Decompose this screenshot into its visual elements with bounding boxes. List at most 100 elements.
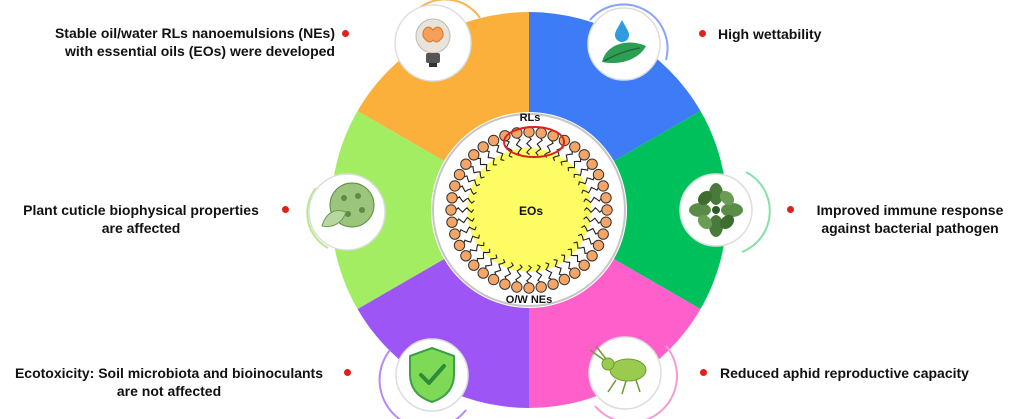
surfactant-tail xyxy=(583,196,602,204)
surfactant-tails xyxy=(455,136,603,284)
bullet-top-right xyxy=(699,30,706,37)
label-mid-left-line-1: Plant cuticle biophysical properties xyxy=(23,202,259,218)
surfactant-head xyxy=(600,192,612,204)
eos-label: EOs xyxy=(519,204,543,218)
surfactant-tail xyxy=(459,185,477,195)
bullet-bottom-right xyxy=(700,369,707,376)
label-mid-right: Improved immune response against bacteri… xyxy=(802,201,1018,237)
surfactant-tail xyxy=(581,186,599,194)
surfactant-head xyxy=(558,273,571,286)
label-mid-right-line-1: Improved immune response xyxy=(816,202,1004,218)
surfactant-tail xyxy=(455,207,475,213)
label-bottom-right: Reduced aphid reproductive capacity xyxy=(720,364,969,382)
label-top-right: High wettability xyxy=(718,25,821,43)
surfactant-head xyxy=(569,267,581,279)
surfactant-head xyxy=(445,204,457,216)
surfactant-head xyxy=(600,216,612,228)
surfactant-tail xyxy=(577,233,595,245)
label-top-left-line-1: Stable oil/water RLs nanoemulsions (NEs) xyxy=(54,25,335,41)
surfactant-head xyxy=(511,281,523,293)
surfactant-tail xyxy=(567,248,581,263)
segment-left xyxy=(330,111,529,309)
surfactant-tail xyxy=(578,176,595,186)
surfactant-tail xyxy=(456,216,475,224)
surfactant-tail xyxy=(505,140,513,158)
aphid-icon xyxy=(589,345,647,395)
surfactant-tail xyxy=(573,241,589,255)
label-top-left: Stable oil/water RLs nanoemulsions (NEs)… xyxy=(55,24,335,60)
surfactant-tail xyxy=(515,137,523,156)
surfactant-head xyxy=(547,278,559,290)
surfactant-tail xyxy=(526,264,532,284)
surfactant-tail xyxy=(535,264,543,283)
label-mid-left-line-2: are affected xyxy=(101,220,181,236)
surfactant-tail xyxy=(504,262,514,280)
surfactant-tail xyxy=(494,258,506,276)
surfactant-head xyxy=(578,259,590,271)
surfactant-head xyxy=(460,158,472,170)
surfactant-head xyxy=(592,168,605,181)
nes-label: O/W NEs xyxy=(506,294,552,306)
surfactant-head xyxy=(453,239,466,252)
surfactant-head xyxy=(446,192,458,204)
surfactant-head xyxy=(592,239,605,252)
surfactant-head xyxy=(597,228,609,240)
bullet-bottom-left xyxy=(344,369,351,376)
surfactant-head xyxy=(499,278,511,290)
surfactant-head xyxy=(569,141,581,153)
surfactant-head xyxy=(453,168,466,181)
surfactant-tail xyxy=(535,137,543,156)
label-mid-left: Plant cuticle biophysical properties are… xyxy=(8,201,274,237)
surfactant-tail xyxy=(583,216,602,224)
surfactant-tail xyxy=(469,242,485,253)
surfactant-head xyxy=(523,282,535,294)
surfactant-tail xyxy=(545,262,553,280)
shield-check-icon xyxy=(409,346,455,404)
surfactant-tail xyxy=(459,226,477,234)
segment-right xyxy=(529,111,728,309)
center-gray-ring xyxy=(432,113,626,307)
oil-core xyxy=(467,148,591,272)
rls-label: RLs xyxy=(520,112,541,124)
surfactant-tail xyxy=(463,175,481,187)
surfactant-tail xyxy=(561,254,572,270)
surfactant-head xyxy=(446,216,458,228)
surfactant-head xyxy=(487,134,500,147)
surfactant-head xyxy=(468,149,480,161)
surfactant-head xyxy=(477,141,489,153)
surfactant-tail xyxy=(515,264,523,283)
surfactant-tail xyxy=(573,167,589,178)
surfactant-tail xyxy=(581,225,599,235)
lightbulb-brain-icon xyxy=(415,18,451,67)
label-bottom-left-line-2: are not affected xyxy=(116,383,222,399)
surfactant-tail xyxy=(544,140,554,158)
surfactant-head xyxy=(586,158,598,170)
surfactant-head xyxy=(597,180,609,192)
label-top-right-line-1: High wettability xyxy=(718,26,822,42)
surfactant-head xyxy=(468,259,480,271)
bullet-mid-left xyxy=(282,206,289,213)
badge-mid-left xyxy=(306,173,386,251)
badge-mid-right xyxy=(679,171,771,253)
surfactant-head xyxy=(449,180,461,192)
badge-bottom-right xyxy=(588,336,678,419)
surfactant-head xyxy=(477,267,489,279)
surfactant-head xyxy=(578,149,590,161)
label-top-left-line-2: with essential oils (EOs) were developed xyxy=(65,43,335,59)
surfactant-head xyxy=(449,228,461,240)
plant-rosette-icon xyxy=(689,183,743,237)
surfactant-tail xyxy=(463,234,480,244)
label-bottom-left-line-1: Ecotoxicity: Soil microbiota and bioinoc… xyxy=(14,365,324,381)
surfactant-head xyxy=(535,281,547,293)
surfactant-tail xyxy=(469,165,485,179)
badge-top-right xyxy=(587,3,669,81)
bullet-mid-right xyxy=(787,206,794,213)
surfactant-tail xyxy=(476,248,491,262)
label-bottom-left: Ecotoxicity: Soil microbiota and bioinoc… xyxy=(0,364,338,400)
surfactant-tail xyxy=(495,144,505,161)
surfactant-head xyxy=(601,204,613,216)
surfactant-head xyxy=(535,127,547,139)
surfactant-heads xyxy=(445,126,613,294)
badge-top-left xyxy=(394,0,481,82)
